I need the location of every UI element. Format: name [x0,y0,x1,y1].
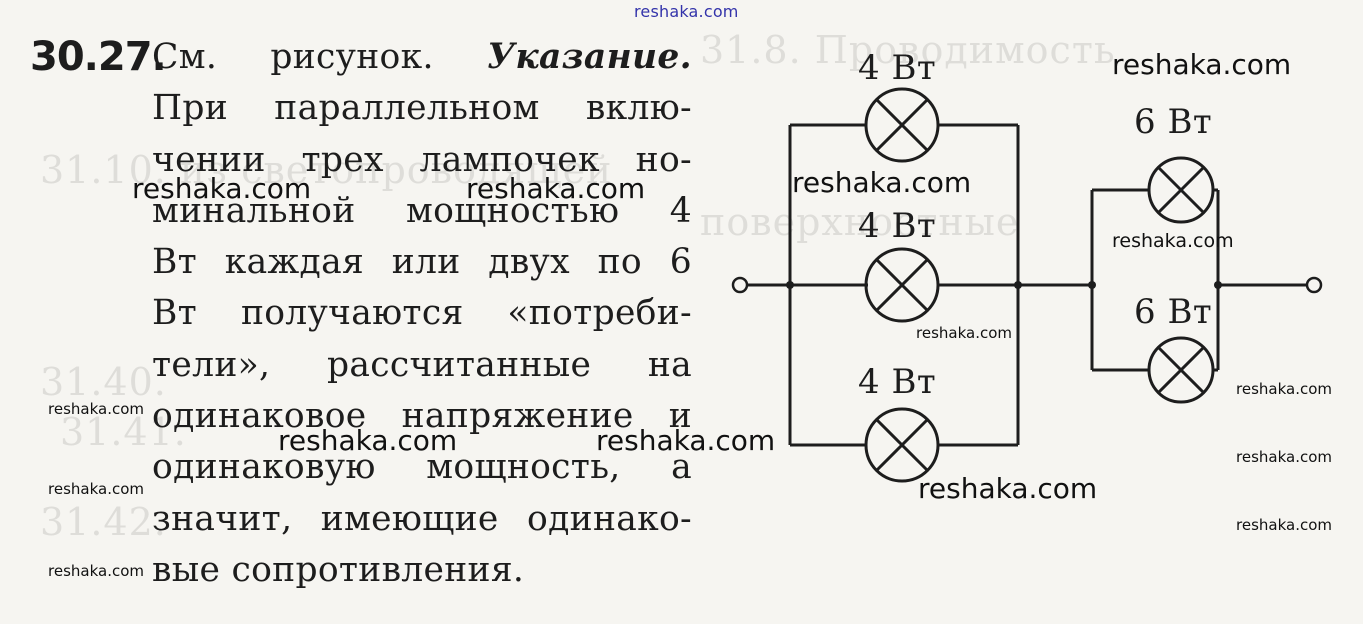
source-mark[interactable]: reshaka.com [634,2,739,21]
text-line: Вт получаются «потреби- [152,293,692,334]
hint-word: Указание. [487,37,692,77]
watermark: reshaka.com [1112,230,1234,252]
text-line: минальной мощностью 4 [152,190,692,231]
junction-dot [1088,281,1096,289]
lamp-bottom-icon [864,407,940,483]
junction-dot [1014,281,1022,289]
watermark: reshaka.com [48,562,144,580]
lamp-right-top-label: 6 Вт [1134,102,1213,142]
lamp-right-top-icon [1147,156,1215,224]
lamp-bottom-label: 4 Вт [858,362,937,402]
text-line: При параллельном вклю- [152,88,692,129]
watermark: reshaka.com [916,324,1012,342]
text-line: Вт каждая или двух по 6 [152,242,692,283]
watermark: reshaka.com [1236,380,1332,398]
watermark: reshaka.com [1236,448,1332,466]
watermark: reshaka.com [48,400,144,418]
lamp-middle-label: 4 Вт [858,206,937,246]
terminal-output [1305,276,1323,294]
lamp-right-bottom-icon [1147,336,1215,404]
watermark: reshaka.com [1236,516,1332,534]
text-line: чении трех лампочек но- [152,139,692,180]
text-line: одинаковое напряжение и [152,396,692,437]
text-line: вые сопротивления. [152,549,525,590]
terminal-input [731,276,749,294]
lamp-right-bottom-label: 6 Вт [1134,292,1213,332]
text-line: тели», рассчитанные на [152,344,692,385]
text-line: одинаковую мощность, а [152,447,692,488]
lamp-top-label: 4 Вт [858,48,937,88]
text-word: рисунок. [270,37,434,77]
watermark: reshaka.com [792,166,972,199]
watermark: reshaka.com [918,472,1098,505]
text-word: См. [152,37,218,77]
problem-number: 30.27. [30,34,167,80]
watermark: reshaka.com [132,172,312,205]
problem-text: См. рисунок. Указание. При параллельном … [152,32,692,596]
watermark: reshaka.com [48,480,144,498]
watermark: reshaka.com [466,172,646,205]
junction-dot [786,281,794,289]
lamp-top-icon [864,87,940,163]
lamp-middle-icon [864,247,940,323]
text-line: См. рисунок. Указание. [152,32,692,83]
watermark: reshaka.com [278,424,458,457]
text-line: значит, имеющие одинако- [152,498,692,539]
junction-dot [1214,281,1222,289]
watermark: reshaka.com [1112,48,1292,81]
watermark: reshaka.com [596,424,776,457]
